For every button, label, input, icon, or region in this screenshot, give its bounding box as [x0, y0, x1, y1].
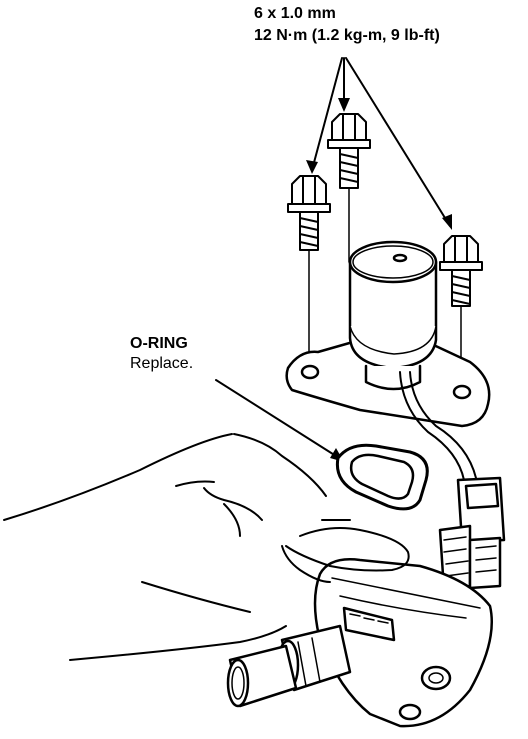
oring-leader-line — [215, 379, 337, 457]
bolt-right — [439, 235, 483, 307]
bolt-size-label: 6 x 1.0 mm — [254, 5, 336, 22]
oring-name-label: O-RING — [130, 335, 188, 352]
hand — [3, 433, 410, 661]
oring-note-label: Replace. — [130, 355, 194, 372]
wire-harness — [399, 371, 477, 481]
pipe-fitting — [226, 624, 352, 708]
connector — [438, 476, 506, 592]
leader-arrowheads — [306, 98, 452, 230]
oring — [335, 443, 429, 511]
bolt-middle — [327, 113, 371, 189]
solenoid-valve — [285, 240, 491, 428]
bolt-left — [287, 175, 331, 251]
valve-housing — [313, 558, 494, 728]
bolt-torque-label: 12 N·m (1.2 kg-m, 9 lb-ft) — [254, 27, 440, 44]
bolt-leader-lines — [311, 57, 451, 227]
